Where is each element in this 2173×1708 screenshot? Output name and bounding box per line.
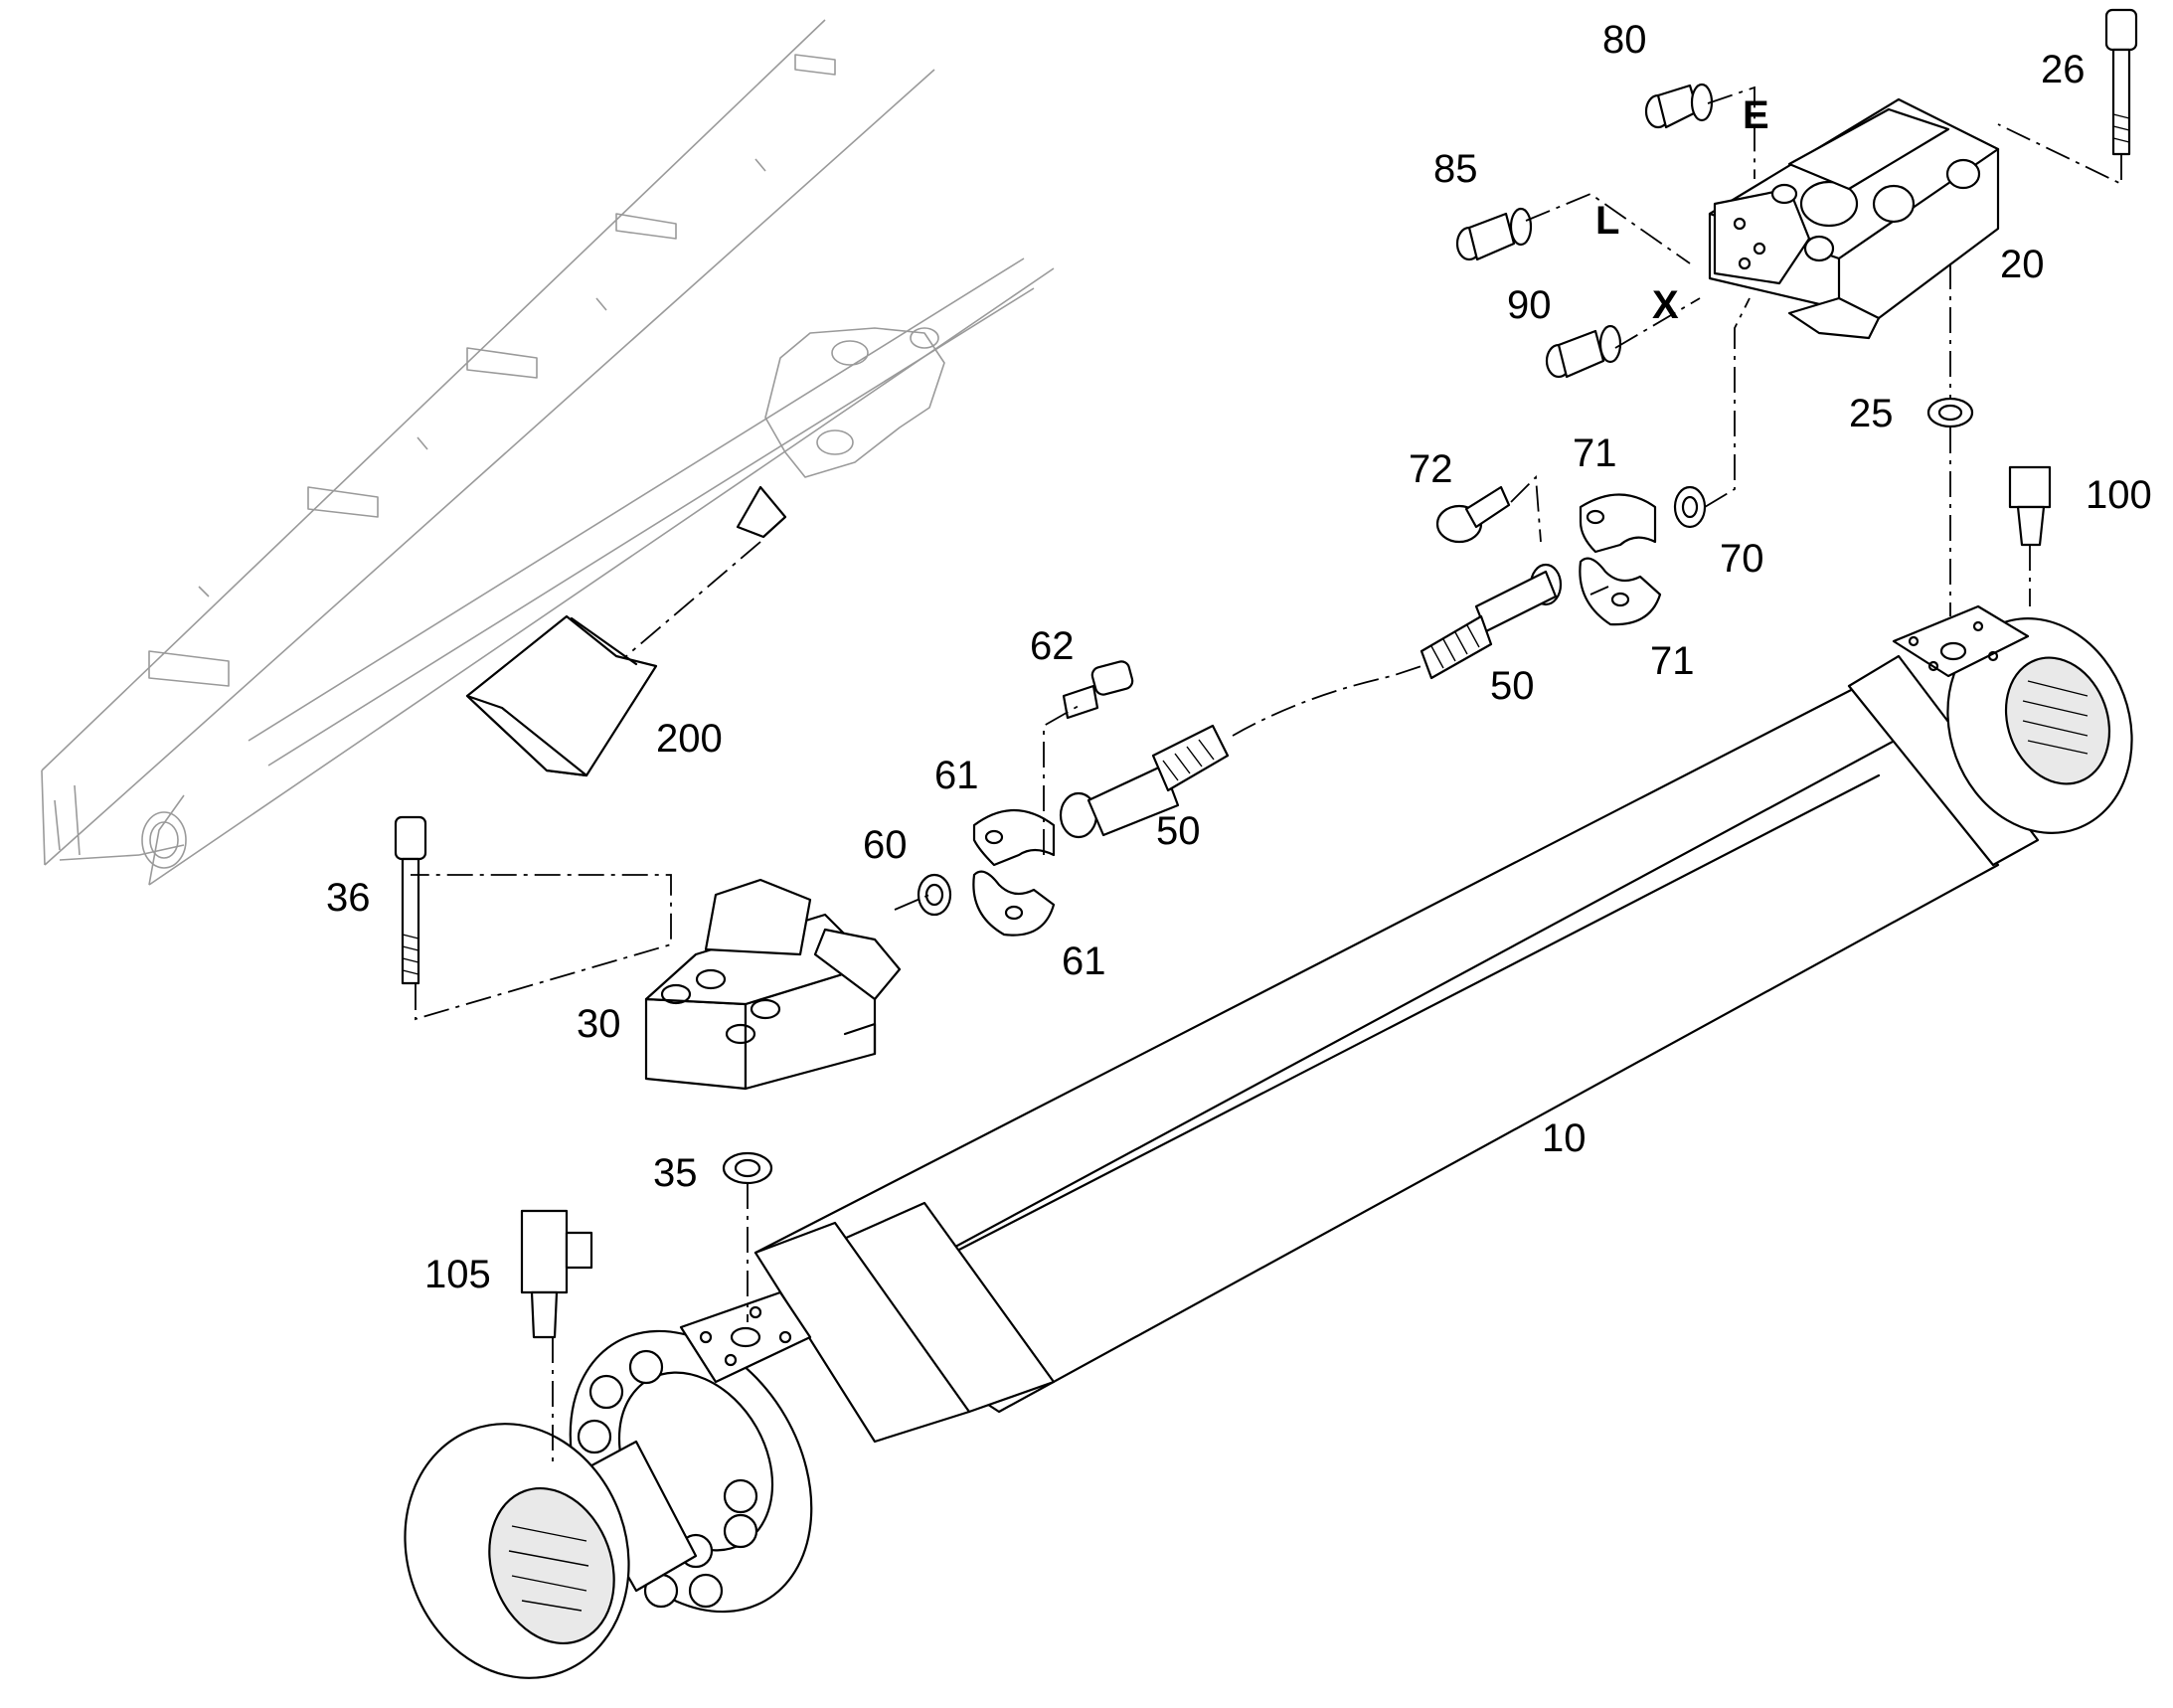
seal-60	[917, 873, 952, 917]
gland-bolts	[577, 1349, 758, 1609]
label-70: 70	[1720, 537, 1764, 581]
port-label-x: X	[1652, 283, 1679, 327]
flange-half-61-lower	[972, 870, 1056, 937]
bolt-62	[1062, 660, 1134, 720]
leader-lines	[411, 85, 2122, 1461]
flange-half-71-lower	[1579, 557, 1662, 626]
label-85: 85	[1433, 147, 1478, 191]
label-50-lower: 50	[1156, 809, 1201, 853]
label-20: 20	[2000, 243, 2045, 286]
bracket-200-mounted	[736, 485, 787, 539]
label-105: 105	[424, 1253, 491, 1296]
label-30: 30	[577, 1002, 621, 1046]
seal-70	[1673, 485, 1707, 529]
label-61-lower: 61	[1062, 939, 1106, 983]
bolt-26	[2104, 8, 2138, 156]
label-90: 90	[1507, 283, 1552, 327]
label-71-lower: 71	[1650, 639, 1695, 683]
fitting-90	[1545, 324, 1622, 379]
label-60: 60	[863, 823, 908, 867]
label-100: 100	[2086, 473, 2152, 517]
label-26: 26	[2041, 48, 2086, 91]
port-label-l: L	[1595, 199, 1620, 243]
flange-half-71-upper	[1579, 493, 1657, 554]
seal-35	[722, 1151, 773, 1185]
hose-fitting-50-lower	[1059, 724, 1230, 839]
fitting-85	[1455, 207, 1533, 261]
bolt-72	[1435, 485, 1511, 544]
label-10: 10	[1542, 1116, 1587, 1160]
label-25: 25	[1849, 392, 1894, 435]
label-200: 200	[656, 717, 723, 761]
label-62: 62	[1030, 624, 1075, 668]
label-61-upper: 61	[934, 754, 979, 797]
valve-block-20	[1708, 97, 2000, 340]
flange-half-61-upper	[972, 808, 1056, 867]
cylinder-10	[404, 604, 2133, 1679]
block-30	[644, 878, 902, 1091]
fitting-80	[1644, 83, 1714, 129]
boom-outline	[41, 19, 1055, 886]
label-50-upper: 50	[1490, 664, 1535, 708]
bracket-200	[465, 614, 658, 777]
fitting-105	[520, 1209, 593, 1339]
hose-fitting-50-upper	[1420, 563, 1563, 680]
port-label-e: E	[1743, 93, 1769, 137]
label-35: 35	[653, 1151, 698, 1195]
label-71-upper: 71	[1573, 431, 1617, 475]
label-80: 80	[1602, 18, 1647, 62]
label-36: 36	[326, 876, 371, 920]
bolt-36	[394, 815, 427, 985]
seal-25	[1926, 397, 1974, 428]
leader-200	[625, 541, 761, 657]
fitting-100	[2008, 465, 2052, 547]
label-72: 72	[1409, 447, 1453, 491]
